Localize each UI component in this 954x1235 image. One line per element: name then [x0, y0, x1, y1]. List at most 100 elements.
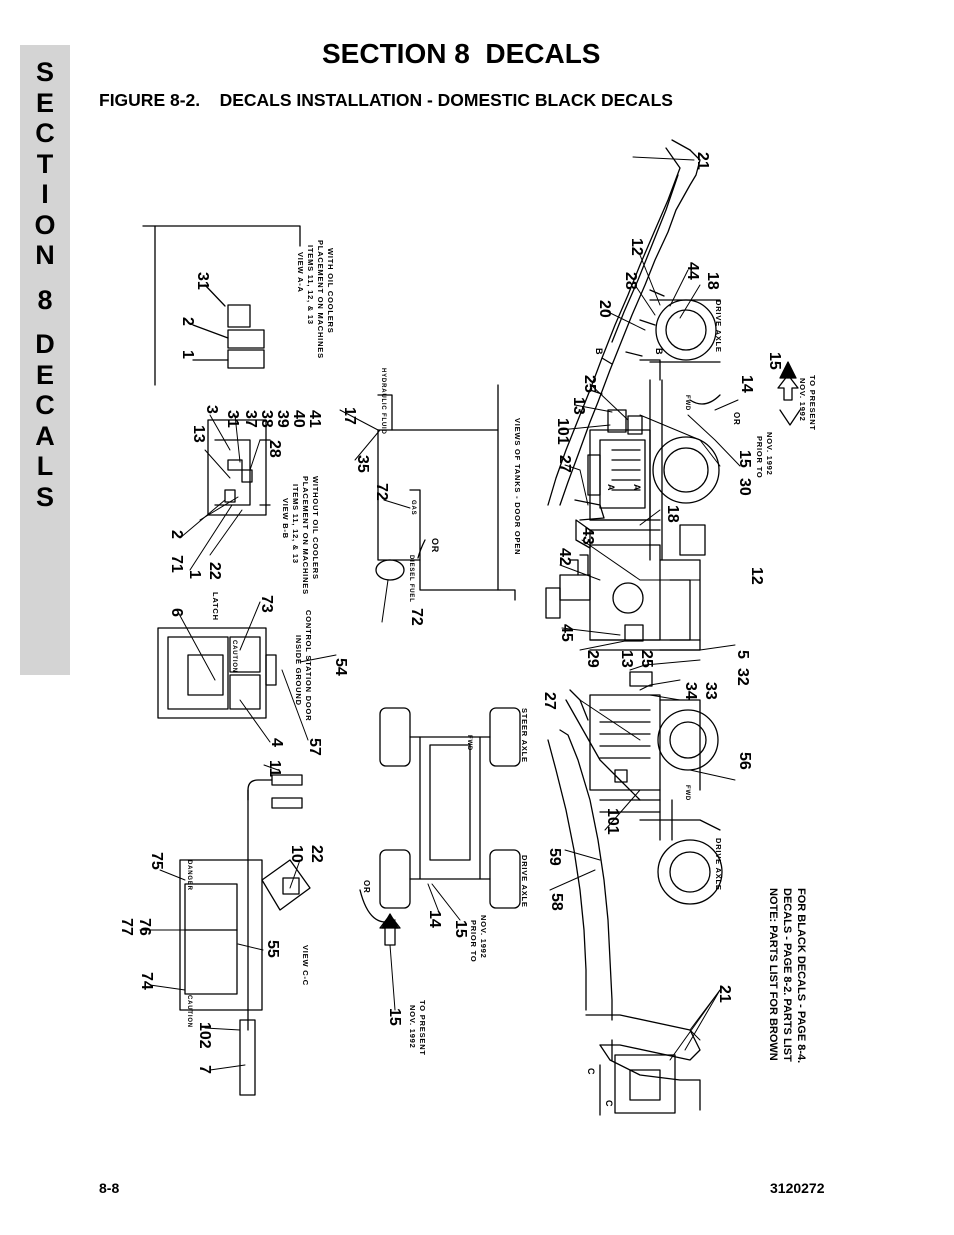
callout-20: 20 — [596, 300, 613, 318]
callout-35: 35 — [354, 455, 371, 473]
callout-27-top: 27 — [556, 455, 573, 473]
callout-76: 76 — [136, 918, 153, 936]
callout-72-bottom: 72 — [408, 608, 425, 626]
side-tab-letter: S — [35, 481, 54, 512]
callout-c-2: C — [604, 1100, 614, 1107]
view-aa-line1: VIEW A-A — [296, 252, 305, 293]
callout-12-top: 12 — [628, 238, 645, 256]
page-number: 8-8 — [99, 1180, 120, 1196]
callout-1-bb: 1 — [186, 570, 203, 579]
prior-to-bottom-line1: PRIOR TO — [469, 920, 478, 963]
callout-75: 75 — [148, 852, 165, 870]
view-aa-line4: WITH OIL COOLERS — [326, 248, 335, 334]
callout-25-top: 25 — [581, 375, 598, 393]
callout-11: 11 — [266, 760, 283, 777]
callout-b-2: B — [654, 348, 664, 355]
side-tab-letter: 8 — [37, 284, 53, 315]
callout-31-top: 31 — [194, 272, 211, 290]
callout-44: 44 — [684, 262, 701, 280]
side-tab-letter: N — [35, 240, 55, 270]
axle-plan-view — [379, 707, 521, 909]
or-arrow-tanks — [417, 539, 426, 559]
callout-28: 28 — [622, 272, 639, 290]
callout-2-bb: 2 — [168, 530, 185, 539]
drive-axle-label-bottom: DRIVE AXLE — [714, 838, 723, 891]
callout-77: 77 — [118, 918, 135, 936]
prior-to-bottom-line2: NOV. 1992 — [479, 915, 488, 959]
callout-41: 41 — [306, 410, 323, 428]
callout-42: 42 — [556, 548, 573, 566]
callout-54: 54 — [332, 658, 349, 676]
boom-drawing — [547, 139, 701, 521]
fwd-label-bottom: FWD — [684, 785, 690, 801]
callout-18-top: 18 — [704, 272, 721, 290]
side-tab-letter: E — [35, 87, 54, 118]
figure-title: FIGURE 8-2. DECALS INSTALLATION - DOMEST… — [99, 90, 673, 110]
callout-13-bb: 13 — [190, 425, 207, 443]
gas-label: GAS — [410, 500, 416, 515]
or-label-tanks: OR — [430, 538, 440, 553]
callout-34: 34 — [682, 682, 699, 700]
callout-72-top: 72 — [373, 483, 390, 501]
note-line-1: NOTE: PARTS LIST FOR BROWN — [767, 888, 779, 1061]
callout-101-bottom: 101 — [604, 808, 621, 835]
callout-22-cc: 22 — [308, 845, 325, 863]
lower-boom — [547, 689, 701, 1116]
callout-74: 74 — [138, 972, 155, 990]
view-bb-line4: WITHOUT OIL COOLERS — [311, 476, 320, 580]
side-tab-letter: E — [35, 359, 54, 390]
callout-33: 33 — [702, 682, 719, 700]
figure-text-labels: VIEW A-A ITEMS 11, 12, & 13 PLACEMENT ON… — [186, 240, 817, 1107]
note-line-3: FOR BLACK DECALS - PAGE 8-4. — [795, 888, 807, 1063]
callout-57: 57 — [306, 738, 323, 756]
latch-label: LATCH — [211, 592, 220, 621]
callout-59: 59 — [546, 848, 563, 866]
view-bb-line2: ITEMS 11, 12, & 13 — [291, 484, 300, 564]
inside-ground-line2: CONTROL STATION DOOR — [304, 610, 313, 721]
callout-37: 37 — [242, 410, 259, 428]
callout-13-top: 13 — [570, 397, 587, 415]
or-arrow-bottom — [359, 889, 396, 923]
side-tab-letter: C — [35, 390, 55, 420]
callout-17: 17 — [341, 407, 358, 425]
callout-27-bottom: 27 — [541, 692, 558, 710]
callout-38: 38 — [258, 410, 275, 428]
note-line-2: DECALS - PAGE 8-2. PARTS LIST — [781, 888, 793, 1062]
callout-14-bottom: 14 — [426, 910, 443, 928]
or-label-bottom: OR — [362, 880, 371, 894]
callout-5: 5 — [734, 650, 751, 659]
callout-c-1: C — [586, 1068, 596, 1075]
callout-13-mid: 13 — [618, 650, 635, 668]
side-tab-letter: L — [36, 451, 54, 481]
callout-32: 32 — [734, 668, 751, 686]
callout-30: 30 — [736, 478, 753, 496]
callout-15-top: 15 — [766, 352, 783, 370]
callout-15-mid: 15 — [736, 450, 753, 468]
callout-6: 6 — [168, 608, 185, 617]
view-bb-frame — [207, 419, 271, 516]
diesel-fuel-label: DIESEL FUEL — [408, 555, 414, 603]
view-bb-line3: PLACEMENT ON MACHINES — [301, 476, 310, 595]
or-arrow-top — [689, 394, 721, 405]
nov-present-bottom-line1: NOV. 1992 — [408, 1005, 417, 1049]
callout-43: 43 — [579, 527, 596, 545]
view-bb-line1: VIEW B-B — [281, 498, 290, 539]
view-aa-frame — [142, 225, 301, 386]
callout-21-top: 21 — [694, 152, 711, 170]
ground-control-door — [157, 627, 277, 719]
callout-4: 4 — [268, 738, 285, 747]
side-tab-letter: O — [34, 209, 56, 240]
callout-1-top: 1 — [179, 350, 196, 359]
callout-a-2: A — [632, 484, 642, 491]
caution-decal-rail: CAUTION — [186, 995, 192, 1028]
view-aa-line2: ITEMS 11, 12, & 13 — [306, 245, 315, 325]
drive-axle-label-plan: DRIVE AXLE — [520, 855, 529, 908]
tanks-view — [375, 384, 516, 601]
drive-axle-top — [639, 299, 721, 561]
callout-31-mid: 31 — [224, 410, 241, 428]
callout-b-1: B — [594, 348, 604, 355]
callout-39: 39 — [274, 410, 291, 428]
callout-71: 71 — [168, 555, 185, 573]
